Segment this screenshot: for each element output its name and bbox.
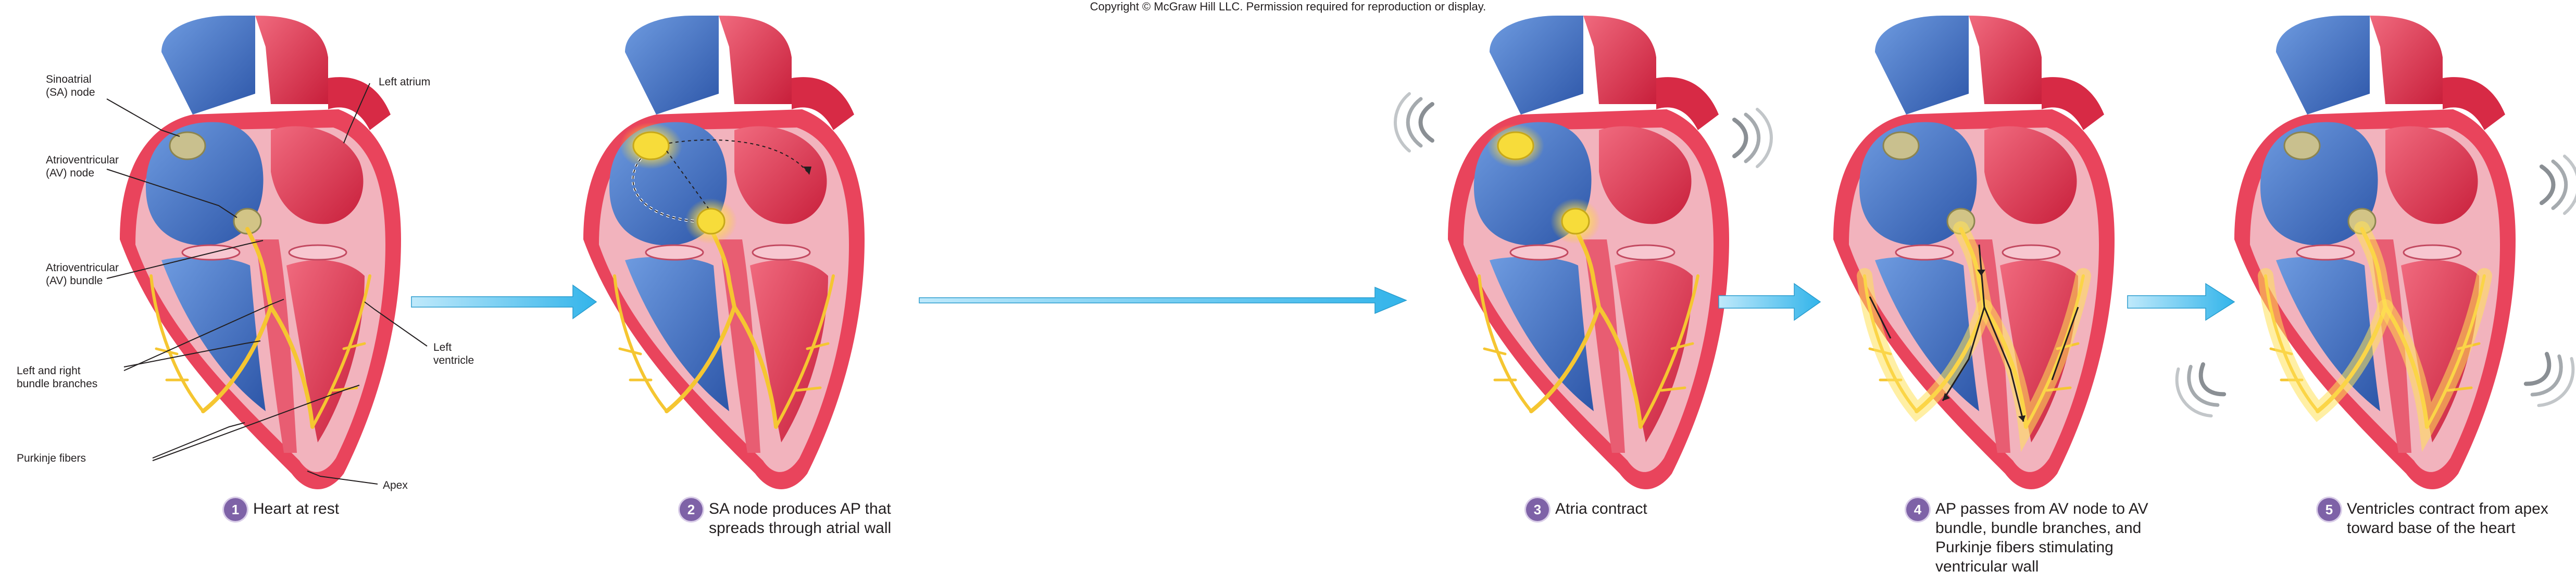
step-number-badge: 3: [1526, 498, 1549, 521]
label-sa-node: Sinoatrial (SA) node: [46, 73, 95, 98]
label-bundle-branches: Left and right bundle branches: [17, 365, 98, 390]
label-apex: Apex: [383, 479, 408, 491]
step-caption: AP passes from AV node to AV bundle, bun…: [1935, 500, 2148, 575]
step-caption: Atria contract: [1555, 500, 1647, 517]
heart-sa-node-firing: [583, 16, 865, 489]
step-5: 5 Ventricles contract from apex toward b…: [2318, 498, 2576, 538]
copyright-notice: Copyright © McGraw Hill LLC. Permission …: [1090, 0, 1486, 13]
heart-ventricular-conduction: [1833, 16, 2115, 489]
heart-atria-contract: [1395, 16, 1771, 489]
label-left-ventricle: Left ventricle: [433, 341, 474, 366]
heart-at-rest: [120, 16, 401, 489]
heart-ventricles-contract: [2167, 16, 2576, 489]
step-1: 1 Heart at rest: [224, 498, 339, 521]
transition-arrow-2: [919, 286, 1407, 314]
step-caption: SA node produces AP that spreads through…: [709, 500, 892, 537]
step-number-badge: 1: [224, 498, 247, 521]
label-av-bundle: Atrioventricular (AV) bundle: [46, 262, 119, 287]
step-number-badge: 5: [2318, 498, 2341, 521]
step-number-badge: 4: [1906, 498, 1929, 521]
label-purkinje-fibers: Purkinje fibers: [17, 452, 86, 464]
step-4: 4 AP passes from AV node to AV bundle, b…: [1906, 498, 2180, 576]
transition-arrow-3: [1718, 283, 1821, 321]
label-left-atrium: Left atrium: [379, 76, 431, 88]
leader-lines: [106, 83, 428, 485]
label-av-node: Atrioventricular (AV) node: [46, 154, 119, 179]
step-number-badge: 2: [680, 498, 703, 521]
transition-arrow-4: [2127, 283, 2235, 321]
transition-arrow-1: [411, 284, 597, 320]
step-caption: Heart at rest: [253, 500, 340, 517]
step-caption: Ventricles contract from apex toward bas…: [2347, 500, 2548, 537]
step-3: 3 Atria contract: [1526, 498, 1647, 521]
step-2: 2 SA node produces AP that spreads throu…: [680, 498, 938, 538]
